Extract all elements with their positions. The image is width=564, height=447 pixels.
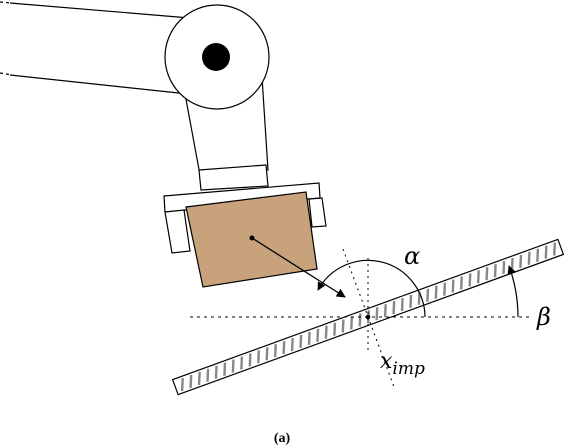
hatch-mark <box>273 344 277 358</box>
hatch-mark <box>553 242 557 256</box>
hatch-mark <box>265 347 269 361</box>
alpha-label: α <box>404 242 420 270</box>
hatch-mark <box>324 325 328 339</box>
joint-pin <box>202 43 230 71</box>
hatch-mark <box>231 359 235 373</box>
gripper-finger-right <box>308 197 327 228</box>
hatch-mark <box>214 365 218 379</box>
hatch-mark <box>197 371 201 385</box>
hatch-mark <box>409 294 413 308</box>
hatch-mark <box>383 304 387 318</box>
hatch-mark <box>451 279 455 293</box>
hatch-mark <box>485 267 489 281</box>
hatch-mark <box>426 288 430 302</box>
hatch-mark <box>400 297 404 312</box>
alpha-arc <box>317 259 426 318</box>
x-imp-base: x <box>380 349 393 374</box>
surface-hatching <box>180 242 557 392</box>
hatch-mark <box>519 254 523 268</box>
hatch-mark <box>468 273 472 287</box>
elbow-joint <box>164 4 270 110</box>
figure-caption: (a) <box>274 431 291 446</box>
hatch-mark <box>307 331 311 345</box>
hatch-mark <box>536 248 540 262</box>
hatch-mark <box>502 261 506 275</box>
hatch-mark <box>544 245 548 259</box>
hatch-mark <box>316 328 320 342</box>
hatch-mark <box>180 378 184 392</box>
hatch-mark <box>206 368 210 382</box>
hatch-mark <box>333 322 337 336</box>
hatch-mark <box>443 282 447 296</box>
hatch-mark <box>434 285 438 299</box>
hatch-mark <box>392 301 396 315</box>
hatch-mark <box>257 350 261 364</box>
hatch-mark <box>350 316 354 330</box>
x-imp-label: ximp <box>380 349 425 379</box>
robot-wrist <box>198 164 269 191</box>
hatch-mark <box>527 251 531 265</box>
gripper-finger-left <box>164 209 191 254</box>
upper-link-dash-bottom <box>0 72 13 76</box>
hatch-mark <box>375 307 379 321</box>
hatch-mark <box>460 276 463 290</box>
hatch-mark <box>223 362 227 376</box>
hatch-mark <box>476 270 480 284</box>
upper-link-dash-top <box>0 1 13 4</box>
hatch-mark <box>290 337 294 352</box>
hatch-mark <box>248 353 252 367</box>
x-imp-subscript: imp <box>392 359 425 379</box>
hatch-mark <box>240 356 244 370</box>
hatch-mark <box>299 334 303 349</box>
robot-upper-link <box>0 1 191 95</box>
beta-arc <box>507 265 519 318</box>
hatch-mark <box>358 313 362 327</box>
hatch-mark <box>189 374 193 389</box>
hatch-mark <box>417 291 421 305</box>
hatch-mark <box>282 341 286 355</box>
hatch-mark <box>341 319 345 333</box>
beta-label: β <box>536 303 551 331</box>
impact-point <box>365 314 371 320</box>
impact-velocity-arrow <box>251 237 346 298</box>
hatch-mark <box>493 264 497 278</box>
